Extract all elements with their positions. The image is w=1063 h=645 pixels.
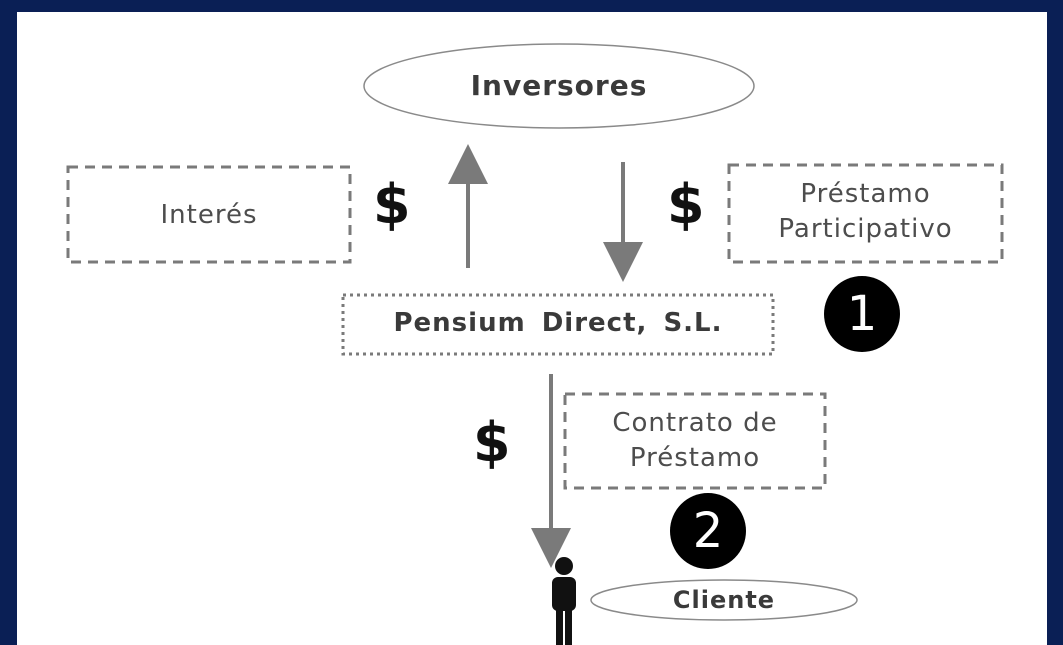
diagram-lines	[66, 43, 1004, 645]
dollar-icon-bottom: $	[473, 411, 511, 474]
step-badge-2: 2	[670, 493, 746, 569]
contrato-line2: Préstamo	[629, 443, 761, 473]
dollar-icon-left: $	[373, 173, 411, 236]
prestamo-participativo-line2: Participativo	[778, 214, 953, 244]
cliente-ellipse	[590, 579, 858, 621]
inversores-label: Inversores	[470, 69, 648, 102]
step-badge-1: 1	[824, 276, 900, 352]
person-icon	[552, 557, 576, 645]
cliente-label: Cliente	[672, 586, 776, 614]
prestamo-participativo-box	[727, 163, 1004, 264]
contrato-label: Contrato de Préstamo	[565, 406, 825, 476]
contrato-box	[563, 392, 827, 490]
interes-box	[66, 165, 352, 264]
prestamo-participativo-label: Préstamo Participativo	[729, 177, 1002, 247]
prestamo-participativo-line1: Préstamo	[800, 179, 931, 209]
interes-label: Interés	[160, 200, 258, 230]
pensium-label: Pensium Direct, S.L.	[393, 308, 723, 338]
diagram-canvas: Inversores Interés Préstamo Participativ…	[17, 12, 1047, 645]
contrato-line1: Contrato de	[612, 408, 778, 438]
dollar-icon-right: $	[667, 173, 705, 236]
inversores-ellipse	[363, 43, 755, 129]
